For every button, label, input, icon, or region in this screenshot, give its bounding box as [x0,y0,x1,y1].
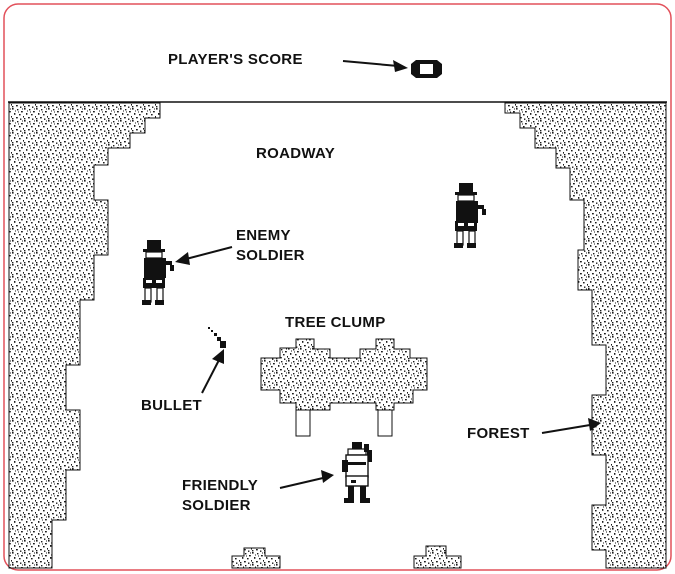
friendly-soldier-label-line1: FRIENDLY [182,476,258,495]
screen-border [4,4,671,570]
enemy-soldier-label-line1: ENEMY [236,226,291,245]
forest-label: FOREST [467,424,530,443]
bullet-label: BULLET [141,396,202,415]
tree-clump-label: TREE CLUMP [285,313,386,332]
score-digit-zero [411,60,442,78]
enemy-soldier-label-line2: SOLDIER [236,246,305,265]
friendly-soldier-label-line2: SOLDIER [182,496,251,515]
roadway-label: ROADWAY [256,144,335,163]
player-score-label: PLAYER'S SCORE [168,50,303,69]
